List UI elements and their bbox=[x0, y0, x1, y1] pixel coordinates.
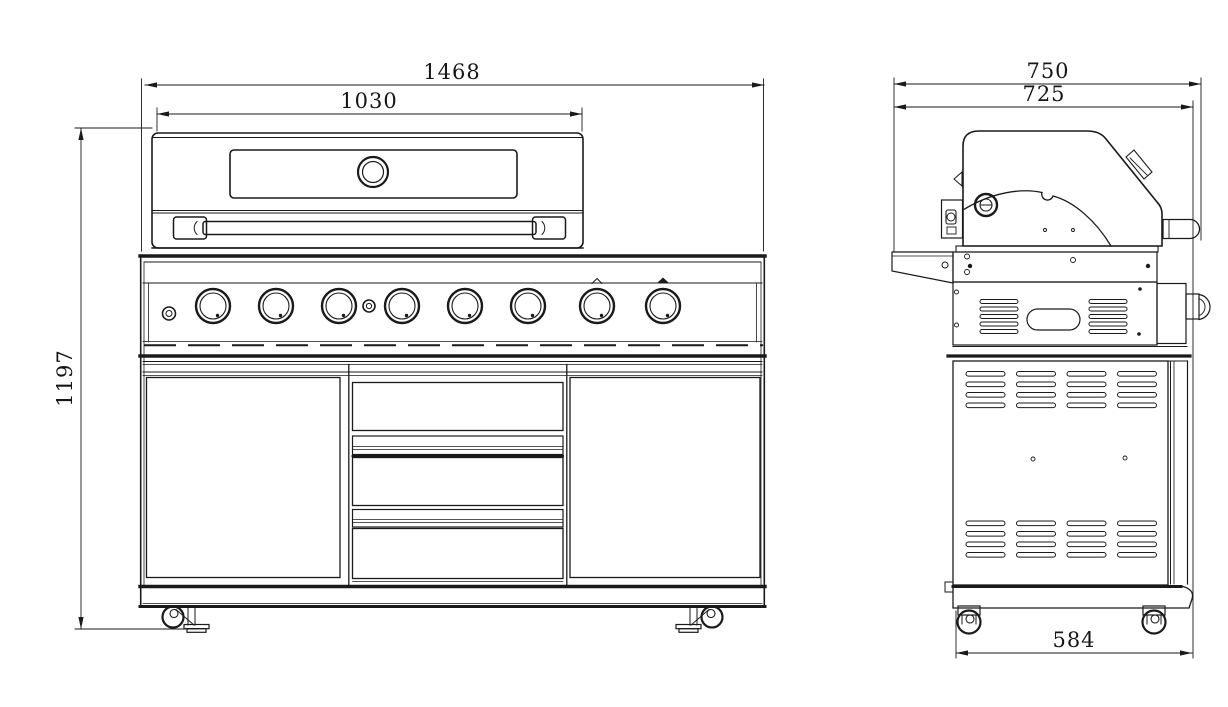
cabinet-door-right bbox=[569, 376, 761, 579]
drawer-face-bottom bbox=[351, 527, 564, 580]
caster-side-left bbox=[956, 604, 982, 635]
front-view: 1468 1030 1197 bbox=[53, 60, 767, 634]
hood-handle bbox=[172, 216, 567, 240]
thermometer-side bbox=[973, 192, 999, 218]
burner-knob bbox=[644, 287, 682, 325]
burner-knob bbox=[509, 287, 547, 325]
hood-profile-outline bbox=[962, 130, 1163, 247]
dim-hood-width: 1030 bbox=[156, 89, 583, 132]
body-top-band bbox=[952, 251, 1158, 283]
burner-knob bbox=[194, 287, 232, 325]
body-side bbox=[952, 251, 1211, 347]
firebox-side-panel bbox=[952, 281, 1158, 346]
firebox-vents-right bbox=[1088, 299, 1128, 334]
rear-handle-side bbox=[1162, 218, 1201, 240]
dim-label-overall-depth: 750 bbox=[1026, 59, 1069, 83]
dim-label-overall-height: 1197 bbox=[53, 349, 77, 406]
cart-vents-lower bbox=[965, 520, 1157, 558]
caster-front-right bbox=[674, 605, 724, 634]
side-view: 750 725 584 bbox=[891, 59, 1211, 659]
ignition-button bbox=[161, 306, 177, 321]
caster-front-left bbox=[161, 605, 211, 634]
base-side bbox=[952, 585, 1194, 609]
drawer-rail bbox=[351, 435, 564, 456]
burner-knob bbox=[257, 287, 295, 325]
dim-base-depth: 584 bbox=[955, 610, 1193, 659]
cabinet-door-left bbox=[145, 376, 341, 579]
firebox-cutout bbox=[1026, 308, 1081, 331]
dim-body-depth: 725 bbox=[893, 82, 1194, 659]
burner-knob bbox=[383, 287, 421, 325]
hood-window bbox=[229, 149, 518, 199]
hood-side bbox=[940, 130, 1201, 253]
drawer-face-middle bbox=[351, 456, 564, 507]
cart-vents-upper bbox=[965, 371, 1157, 409]
hood-handle-side bbox=[940, 199, 964, 239]
side-shelf bbox=[891, 251, 954, 284]
drip-tray-lip bbox=[955, 245, 1159, 253]
dim-label-overall-width: 1468 bbox=[423, 60, 480, 84]
dim-label-hood-width: 1030 bbox=[340, 89, 397, 113]
hood-vent bbox=[1125, 149, 1153, 180]
drawer-face-top bbox=[351, 381, 564, 432]
control-fascia-side bbox=[1156, 282, 1187, 345]
knob-side-profile bbox=[1185, 293, 1211, 321]
dim-overall-height: 1197 bbox=[53, 127, 198, 630]
thermometer bbox=[356, 155, 390, 189]
burner-knob bbox=[578, 287, 616, 325]
control-panel bbox=[142, 277, 763, 347]
rotisserie-mark-open bbox=[591, 277, 603, 285]
dim-overall-depth: 750 bbox=[893, 59, 1202, 252]
burner-knob-row bbox=[194, 287, 682, 325]
burner-knob bbox=[320, 287, 358, 325]
burner-knob bbox=[446, 287, 484, 325]
hood-front bbox=[151, 132, 584, 249]
caster-side-right bbox=[1141, 604, 1167, 635]
hood-parting-line bbox=[962, 190, 1112, 247]
body-front bbox=[138, 254, 767, 608]
firebox-vents-left bbox=[979, 299, 1019, 334]
panel-light bbox=[362, 299, 376, 313]
drawer-rail bbox=[351, 508, 564, 528]
dim-label-base-depth: 584 bbox=[1052, 628, 1095, 652]
cart-side bbox=[944, 354, 1194, 609]
rotisserie-mark-filled bbox=[656, 277, 670, 284]
dim-overall-width: 1468 bbox=[141, 60, 765, 252]
cart-front bbox=[138, 354, 767, 608]
drawer-stack bbox=[348, 363, 568, 586]
dim-label-body-depth: 725 bbox=[1022, 82, 1065, 106]
hinge-stop bbox=[953, 170, 963, 188]
cart-side-panel bbox=[952, 360, 1169, 586]
